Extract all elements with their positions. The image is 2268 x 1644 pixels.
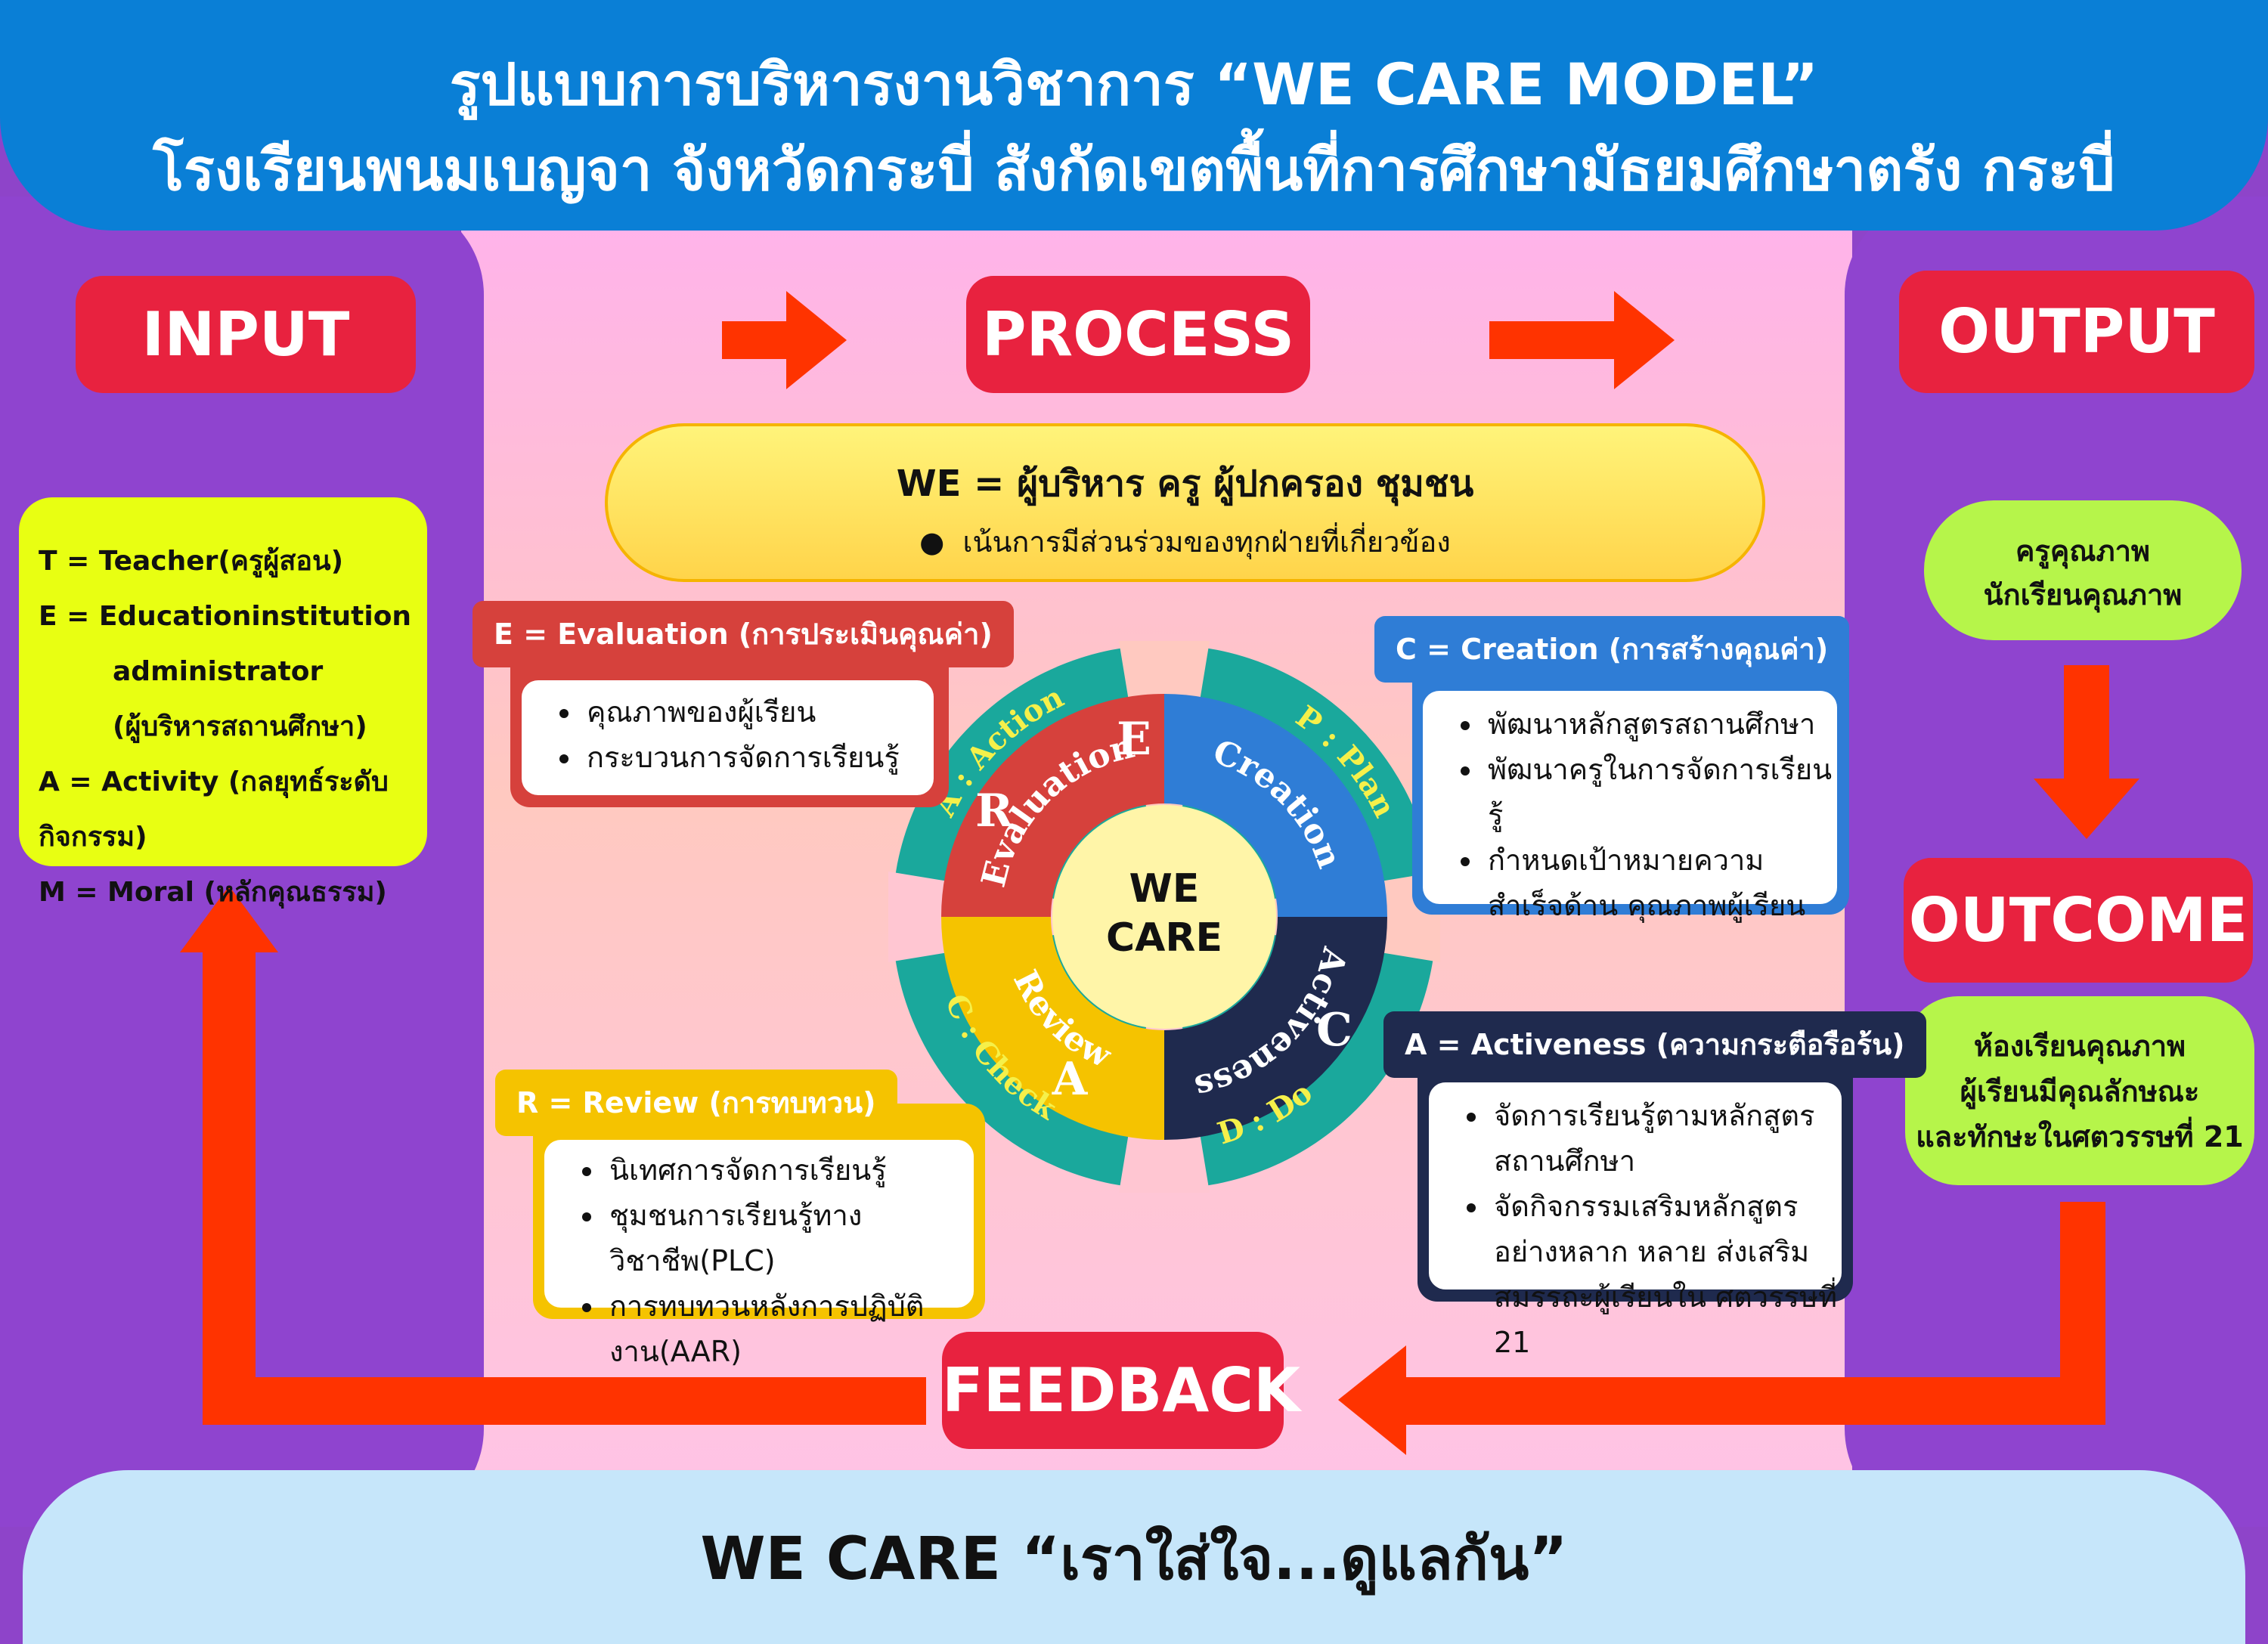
creation-letter: C [1316,1004,1352,1057]
header-banner: รูปแบบการบริหารงานวิชาการ “WE CARE MODEL… [0,0,2268,231]
we-box: WE = ผู้บริหาร ครู ผู้ปกครอง ชุมชน ● เน้… [605,423,1765,582]
output-line-teacher: ครูคุณภาพ [2015,534,2150,568]
output-label: OUTPUT [1899,271,2254,393]
evaluation-item: คุณภาพของผู้เรียน [582,689,934,735]
review-item: นิเทศการจัดการเรียนรู้ [605,1147,974,1193]
we-bullet-text: เน้นการมีส่วนร่วมของทุกฝ่ายที่เกี่ยวข้อง [962,525,1451,559]
creation-item: พัฒนาครูในการจัดการเรียนรู้ [1483,747,1837,837]
cycle-center [1052,805,1276,1029]
evaluation-item: กระบวนการจัดการเรียนรู้ [582,735,934,780]
arrow-feedback-to-input [180,886,926,1425]
output-box: ครูคุณภาพ นักเรียนคุณภาพ [1924,500,2242,640]
output-line-student: นักเรียนคุณภาพ [1983,578,2183,611]
arrow-process-to-output [1489,291,1675,389]
activeness-card-title: A = Activeness (ความกระตือรือร้น) [1383,1011,1926,1078]
cycle-center-line2: CARE [1106,915,1222,961]
footer-slogan: WE CARE “เราใส่ใจ...ดูแลกัน” [700,1525,1568,1593]
creation-segment [1164,694,1387,917]
arrow-outcome-to-feedback [1338,1202,2105,1455]
outcome-box: ห้องเรียนคุณภาพ ผู้เรียนมีคุณลักษณะ และท… [1905,996,2254,1185]
review-segment [941,917,1164,1140]
input-label: INPUT [76,276,416,393]
header-title: รูปแบบการบริหารงานวิชาการ “WE CARE MODEL… [449,51,1819,118]
arrow-output-to-outcome [2034,665,2139,839]
activeness-card: จัดการเรียนรู้ตามหลักสูตรสถานศึกษา จัดกิ… [1429,1082,1842,1359]
cycle-center-line1: WE [1129,866,1200,912]
review-item: การทบทวนหลังการปฏิบัติงาน(AAR) [605,1283,974,1374]
creation-card-title: C = Creation (การสร้างคุณค่า) [1374,616,1850,683]
input-line-teacher: T = Teacher(ครูผู้สอน) [39,546,344,577]
outcome-label: OUTCOME [1904,858,2253,983]
evaluation-letter: E [1117,713,1151,766]
input-line-administrator: administrator [113,656,324,687]
input-box: T = Teacher(ครูผู้สอน) E = Educationinst… [19,497,427,908]
evaluation-card: คุณภาพของผู้เรียน กระบวนการจัดการเรียนรู… [522,680,934,795]
outcome-line-skills: และทักษะในศตวรรษที่ 21 [1916,1120,2244,1153]
activeness-item: จัดกิจกรรมเสริมหลักสูตรอย่างหลาก หลาย ส่… [1489,1184,1842,1365]
we-care-cycle: WE CARE Evaluation Creation Activeness R… [888,641,1440,1193]
input-line-education: E = Educationinstitution [39,601,412,632]
review-card-title: R = Review (การทบทวน) [495,1070,897,1136]
review-item: ชุมชนการเรียนรู้ทางวิชาชีพ(PLC) [605,1193,974,1283]
outcome-line-classroom: ห้องเรียนคุณภาพ [1973,1029,2186,1063]
creation-item: กำหนดเป้าหมายความสำเร็จด้าน คุณภาพผู้เรี… [1483,837,1837,928]
arrow-input-to-process [722,291,847,389]
flow-arrows [180,291,2139,1455]
outcome-line-characteristics: ผู้เรียนมีคุณลักษณะ [1960,1075,2200,1108]
review-card: นิเทศการจัดการเรียนรู้ ชุมชนการเรียนรู้ท… [544,1140,974,1368]
creation-card: พัฒนาหลักสูตรสถานศึกษา พัฒนาครูในการจัดก… [1423,691,1837,922]
review-letter: R [975,785,1014,837]
evaluation-card-title: E = Evaluation (การประเมินคุณค่า) [472,601,1014,667]
input-line-administrator-thai: (ผู้บริหารสถานศึกษา) [113,711,367,742]
process-label: PROCESS [966,276,1310,393]
activeness-segment [1164,917,1387,1140]
feedback-label: FEEDBACK [942,1332,1300,1449]
activeness-item: จัดการเรียนรู้ตามหลักสูตรสถานศึกษา [1489,1093,1842,1184]
input-line-moral: M = Moral (หลักคุณธรรม) [39,877,387,908]
creation-item: พัฒนาหลักสูตรสถานศึกษา [1483,701,1837,747]
evaluation-segment [941,694,1164,917]
we-bullet: ● เน้นการมีส่วนร่วมของทุกฝ่ายที่เกี่ยวข้… [919,525,1451,559]
activeness-letter: A [1052,1053,1089,1106]
we-title: WE = ผู้บริหาร ครู ผู้ปกครอง ชุมชน [896,463,1474,505]
header-subtitle: โรงเรียนพนมเบญจา จังหวัดกระบี่ สังกัดเขต… [153,136,2115,203]
input-line-activity: A = Activity (กลยุทธ์ระดับกิจกรรม) [39,766,389,853]
